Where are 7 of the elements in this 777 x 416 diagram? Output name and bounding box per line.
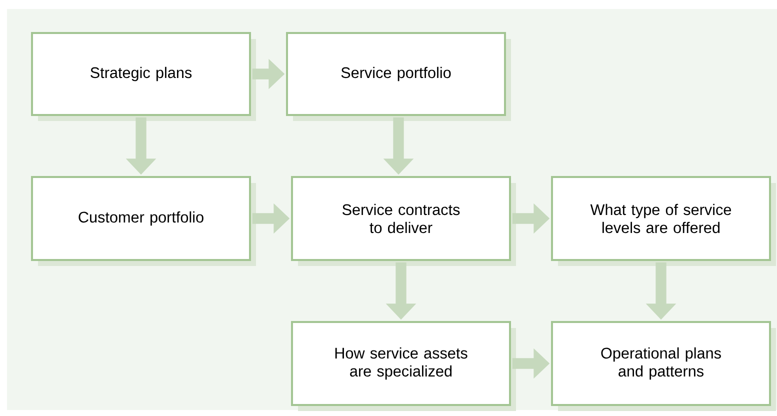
process-box: How service assets are specialized: [291, 321, 516, 411]
process-box: Operational plans and patterns: [551, 321, 776, 411]
process-box: Strategic plans: [31, 32, 256, 121]
process-box: Customer portfolio: [31, 176, 256, 266]
process-box: Service contracts to deliver: [291, 176, 516, 266]
process-box: Service portfolio: [286, 32, 511, 121]
process-box: What type of service levels are offered: [551, 176, 776, 266]
